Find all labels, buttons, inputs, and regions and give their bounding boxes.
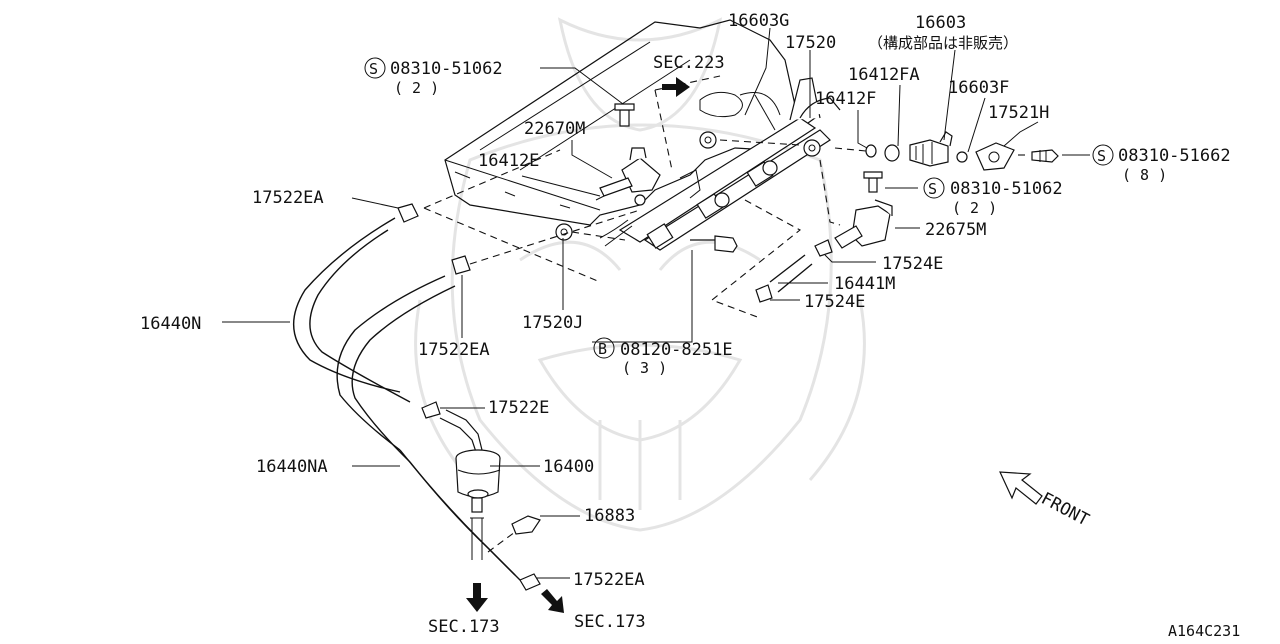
symbol-s-3: S [928,180,937,198]
symbol-s-2: S [1097,147,1106,165]
hose-16441M [755,239,833,303]
injector-assembly-16603 [865,131,1059,171]
watermark-logo [414,17,866,532]
leader-lines [222,27,1090,579]
label-08310-51062-top-qty: ( 2 ) [394,79,439,97]
label-sec-223[interactable]: SEC.223 [653,53,725,73]
pressure-regulator-22670M [595,103,661,201]
label-17520J[interactable]: 17520J [522,313,583,333]
label-16440NA[interactable]: 16440NA [256,457,328,477]
label-16883[interactable]: 16883 [584,506,635,526]
label-front: FRONT [1038,489,1093,531]
label-16603G[interactable]: 16603G [728,11,789,31]
hose-16440N [293,217,521,581]
label-08310-51662-qty: ( 8 ) [1122,166,1167,184]
label-16603F[interactable]: 16603F [948,78,1009,98]
label-16412FA[interactable]: 16412FA [848,65,920,85]
label-22670M[interactable]: 22670M [524,119,585,139]
label-08310-51062-mid-qty: ( 2 ) [952,199,997,217]
fuel-rail-17520 [618,77,841,251]
label-16603[interactable]: 16603 [915,13,966,33]
symbol-s-1: S [369,60,378,78]
engine-head-outline [444,19,817,226]
symbol-markers [364,57,1114,359]
bottom-pipes [470,517,484,560]
label-16412E[interactable]: 16412E [478,151,539,171]
label-08120-8251E[interactable]: 08120-8251E [620,340,733,360]
label-17521H[interactable]: 17521H [988,103,1049,123]
direction-arrows [466,77,1043,613]
label-17524E-a[interactable]: 17524E [882,254,943,274]
label-08310-51062-mid[interactable]: 08310-51062 [950,179,1063,199]
symbol-b: B [598,340,607,358]
label-08310-51662[interactable]: 08310-51662 [1118,146,1231,166]
diagram-code: A164C231 [1168,622,1240,639]
fuel-damper-22675M [834,171,893,249]
label-08310-51062-top[interactable]: 08310-51062 [390,59,503,79]
label-17522EA-bot[interactable]: 17522EA [573,570,645,590]
label-17524E-b[interactable]: 17524E [804,292,865,312]
label-sec-173-b[interactable]: SEC.173 [574,612,646,632]
hose-clamps [397,203,541,591]
label-sec-173-a[interactable]: SEC.173 [428,617,500,637]
label-16400[interactable]: 16400 [543,457,594,477]
label-16603-note: （構成部品は非販売） [868,34,1018,52]
assembly-guide-lines [423,75,1090,553]
label-17522E[interactable]: 17522E [488,398,549,418]
label-16412F[interactable]: 16412F [815,89,876,109]
fuel-filter-16400 [439,409,501,513]
label-16441M[interactable]: 16441M [834,274,895,294]
label-17522EA-mid[interactable]: 17522EA [418,340,490,360]
label-17522EA-top[interactable]: 17522EA [252,188,324,208]
label-22675M[interactable]: 22675M [925,220,986,240]
label-16440N[interactable]: 16440N [140,314,201,334]
label-17520[interactable]: 17520 [785,33,836,53]
label-08120-8251E-qty: ( 3 ) [622,359,667,377]
